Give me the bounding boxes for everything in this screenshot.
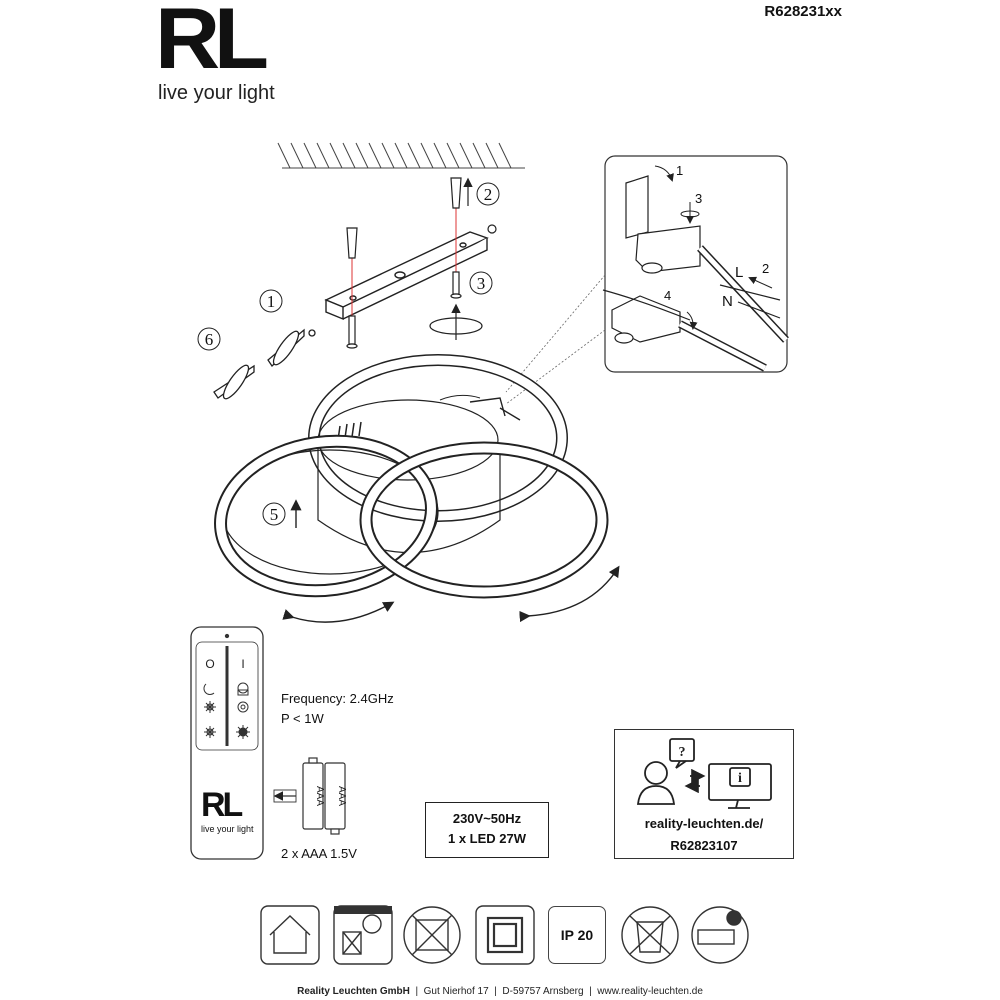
wiring-substep-2: 2 bbox=[762, 261, 769, 276]
step-2-label: 2 bbox=[484, 185, 493, 204]
no-household-waste-icon bbox=[621, 906, 679, 964]
remote-button-on: I bbox=[241, 657, 244, 671]
logo-mark: RL bbox=[155, 0, 269, 87]
remote-logo-tagline: live your light bbox=[201, 824, 254, 834]
battery-2-label: AAA bbox=[336, 786, 347, 806]
remote-button-icons bbox=[203, 682, 250, 739]
voltage-text: 230V~50Hz bbox=[452, 811, 522, 826]
frequency-text: Frequency: 2.4GHz bbox=[281, 691, 394, 706]
rotation-arrows bbox=[282, 499, 620, 623]
wiring-substep-4: 4 bbox=[664, 288, 671, 303]
step-1-label: 1 bbox=[267, 292, 276, 311]
protection-class-icon bbox=[475, 905, 535, 965]
wiring-detail-box bbox=[505, 155, 789, 405]
footer-company: Reality Leuchten GmbH bbox=[297, 986, 410, 997]
remote-control bbox=[190, 626, 264, 860]
no-covering-icon bbox=[403, 906, 461, 964]
ceiling-hatch bbox=[277, 142, 525, 169]
power-text: P < 1W bbox=[281, 711, 324, 726]
rl-logo: RL live your light bbox=[155, 0, 295, 112]
wiring-substep-3: 3 bbox=[695, 191, 702, 206]
svg-text:i: i bbox=[738, 771, 742, 786]
remote-button-off: O bbox=[205, 657, 214, 671]
wiring-substep-1: 1 bbox=[676, 163, 683, 178]
footer-web: www.reality-leuchten.de bbox=[597, 986, 703, 997]
wall-plug-screws bbox=[346, 177, 497, 349]
mounting-bracket bbox=[324, 231, 489, 321]
live-wire-label: L bbox=[735, 264, 743, 281]
footer-city: D-59757 Arnsberg bbox=[502, 986, 584, 997]
fixing-knobs bbox=[213, 328, 316, 400]
svg-text:?: ? bbox=[679, 745, 686, 760]
battery-spec: 2 x AAA 1.5V bbox=[281, 846, 357, 861]
info-url: reality-leuchten.de/ bbox=[644, 816, 764, 831]
remote-logo: RL live your light bbox=[201, 788, 261, 838]
mounting-surface-icon bbox=[333, 905, 393, 965]
step-3-label: 3 bbox=[477, 274, 486, 293]
step-5-label: 5 bbox=[270, 505, 279, 524]
neutral-wire-label: N bbox=[722, 293, 733, 310]
online-info-box: reality-leuchten.de/ R62823107 bbox=[614, 729, 794, 859]
info-pictograms bbox=[636, 738, 772, 809]
product-code: R628231xx bbox=[764, 3, 842, 20]
ceiling-lamp-rings bbox=[214, 354, 609, 599]
info-article: R62823107 bbox=[670, 838, 738, 853]
remote-bluetooth-icon bbox=[691, 906, 749, 964]
led-text: 1 x LED 27W bbox=[447, 831, 527, 846]
remote-specs: Frequency: 2.4GHz P < 1W bbox=[281, 689, 394, 729]
ip-rating-icon: IP 20 bbox=[548, 906, 606, 964]
batteries bbox=[273, 757, 346, 835]
logo-tagline: live your light bbox=[158, 82, 275, 104]
footer-address: Gut Nierhof 17 bbox=[423, 986, 489, 997]
step-6-label: 6 bbox=[205, 330, 214, 349]
battery-1-label: AAA bbox=[314, 786, 325, 806]
remote-logo-mark: RL bbox=[201, 786, 243, 824]
indoor-use-icon bbox=[260, 905, 320, 965]
symbol-row bbox=[260, 905, 749, 965]
power-rating-box: 230V~50Hz 1 x LED 27W bbox=[425, 802, 549, 858]
footer: Reality Leuchten GmbH | Gut Nierhof 17 |… bbox=[297, 986, 703, 997]
